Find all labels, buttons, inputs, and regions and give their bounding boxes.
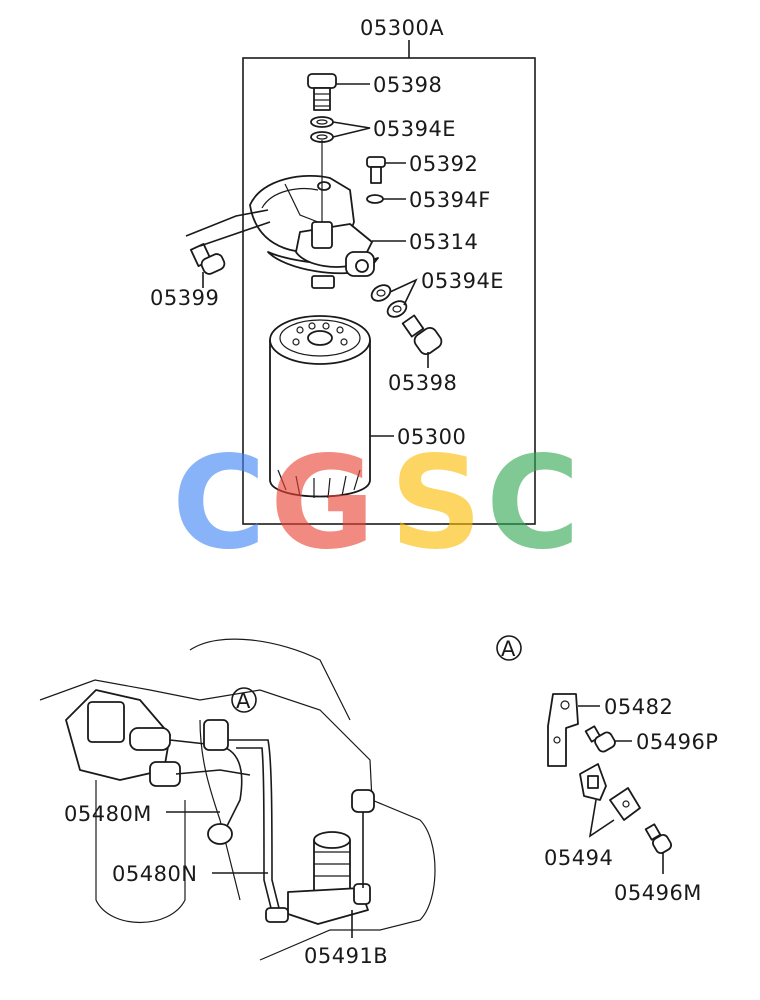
engine-outline <box>39 679 436 961</box>
bolt-m-icon <box>644 823 672 854</box>
watermark-letter-c2: C <box>486 429 580 578</box>
detail-marker-circle <box>231 687 257 713</box>
bolt-top-icon <box>307 73 337 111</box>
washers-top-leader <box>332 121 371 138</box>
watermark-letter-s: S <box>390 429 482 578</box>
pipe-m-branch <box>175 769 251 776</box>
filter-body-outline <box>95 780 186 924</box>
banjo-icon <box>129 727 171 751</box>
fitting-label: 05491B <box>304 944 388 968</box>
bracket-hole-icon <box>560 700 570 710</box>
detail-a: A 05482 05496P 05494 05496M <box>496 635 718 905</box>
bolt-left-icon <box>189 242 226 275</box>
fuel-pump-icon <box>265 789 375 925</box>
bolt-top-label: 05398 <box>373 73 442 97</box>
engine-view: A 05480M 05480N 05491B <box>39 638 436 968</box>
detail-title: A <box>501 637 516 661</box>
pipe-n-path <box>228 739 281 913</box>
filter-head-label: 05314 <box>409 230 478 254</box>
bolt-p-icon <box>584 725 616 753</box>
banjo-lower-icon <box>149 761 181 787</box>
washer-right-icon <box>370 284 408 318</box>
filter-icon <box>269 315 371 499</box>
watermark-letter-c1: C <box>172 429 266 578</box>
watermark-letter-g: G <box>270 429 375 578</box>
engine-top-curve <box>189 638 351 721</box>
bolt-small-label: 05392 <box>409 152 478 176</box>
bracket-label: 05482 <box>604 695 673 719</box>
washer-small-label: 05394F <box>409 188 491 212</box>
bolt-left-label: 05399 <box>150 286 219 310</box>
filter-head-icon <box>249 140 379 289</box>
clamp-label: 05494 <box>544 846 613 870</box>
filter-label: 05300 <box>397 425 466 449</box>
assembly-frame <box>242 57 536 525</box>
detail-title-circle <box>496 635 522 661</box>
bracket-hole-2-icon <box>553 736 561 744</box>
pipe-m-path <box>169 739 243 831</box>
pipe-n-label: 05480N <box>112 862 198 886</box>
bolt-left-line-a <box>185 209 269 237</box>
detail-marker: A <box>236 689 251 713</box>
washers-right-leader <box>389 278 418 306</box>
washer-small-icon <box>366 194 384 204</box>
washer-top-icon <box>310 116 334 143</box>
bolt-left-line-b <box>199 221 271 247</box>
bolt-m-label: 05496M <box>614 881 702 905</box>
pipe-n-path-2 <box>236 747 273 913</box>
watermark: C G S C <box>172 429 580 578</box>
clamp-icon <box>579 763 641 821</box>
bolt-bottom-label: 05398 <box>388 371 457 395</box>
bracket-icon <box>547 693 579 767</box>
assembly-label: 05300A <box>360 16 444 40</box>
washers-top-label: 05394E <box>373 117 456 141</box>
bolt-p-label: 05496P <box>636 730 718 754</box>
engine-side-curve <box>199 719 241 901</box>
pipe-end-icon <box>207 823 233 845</box>
pipe-m-label: 05480M <box>64 802 152 826</box>
clamp-leader <box>588 799 615 838</box>
pipe-fitting-top-icon <box>203 719 229 751</box>
washers-right-label: 05394E <box>421 269 504 293</box>
bolt-small-icon <box>366 156 386 184</box>
upper-assembly: 05300A 05398 05394E 05392 <box>150 16 536 525</box>
bolt-bottom-icon <box>401 314 443 356</box>
head-block-icon <box>87 701 125 743</box>
